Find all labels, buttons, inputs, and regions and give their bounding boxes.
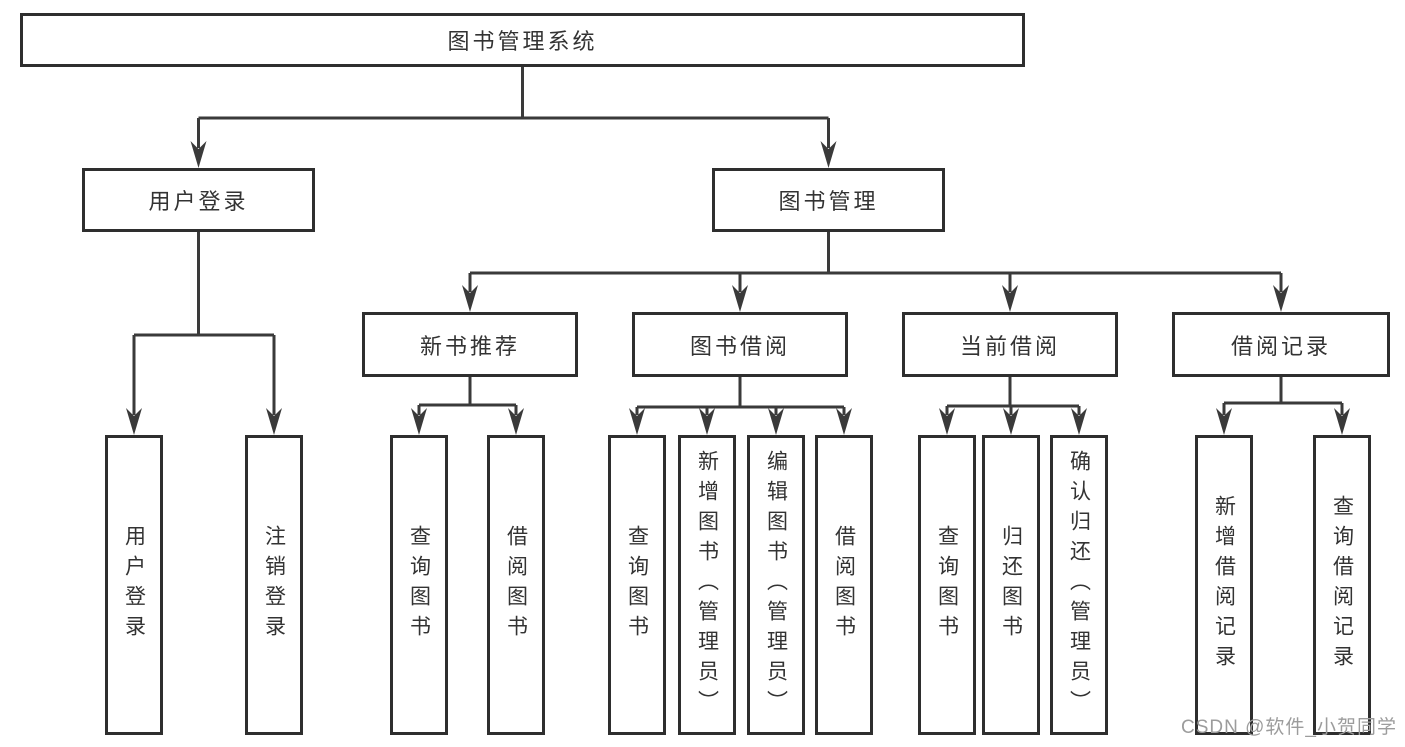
connector-root-to-level2 [197, 65, 830, 148]
leaf-borrow-add-books-admin-label: 新增图书（管理员） [695, 450, 719, 720]
node-new-book-recommend: 新书推荐 [362, 312, 578, 377]
leaf-records-query-record-label: 查询借阅记录 [1330, 495, 1354, 675]
leaf-borrow-borrow-books-label: 借阅图书 [832, 525, 856, 645]
node-borrow-records-label: 借阅记录 [1230, 333, 1331, 359]
leaf-recommend-borrow-books-label: 借阅图书 [504, 525, 528, 645]
leaf-current-query-books-label: 查询图书 [935, 525, 959, 645]
node-book-management: 图书管理 [712, 168, 945, 232]
leaf-borrow-edit-books-admin: 编辑图书（管理员） [747, 435, 805, 735]
leaf-borrow-edit-books-admin-label: 编辑图书（管理员） [764, 450, 788, 720]
leaf-current-confirm-return-admin: 确认归还（管理员） [1050, 435, 1108, 735]
leaf-logout: 注销登录 [245, 435, 303, 735]
node-current-borrow-label: 当前借阅 [959, 333, 1060, 359]
leaf-borrow-add-books-admin: 新增图书（管理员） [678, 435, 736, 735]
leaf-records-query-record: 查询借阅记录 [1313, 435, 1371, 735]
leaf-borrow-borrow-books: 借阅图书 [815, 435, 873, 735]
connector-records-to-leaves [1222, 377, 1344, 415]
node-new-book-recommend-label: 新书推荐 [419, 333, 520, 359]
connector-recommend-to-leaves [417, 377, 518, 415]
node-current-borrow: 当前借阅 [902, 312, 1118, 377]
node-user-login-label: 用户登录 [148, 189, 249, 214]
leaf-logout-label: 注销登录 [262, 525, 286, 645]
leaf-user-login: 用户登录 [105, 435, 163, 735]
node-book-borrow-label: 图书借阅 [689, 333, 790, 359]
node-book-borrow: 图书借阅 [632, 312, 848, 377]
watermark: CSDN @软件_小贺同学 [1181, 717, 1397, 738]
connector-bookmgmt-to-level3 [468, 232, 1283, 292]
leaf-recommend-query-books: 查询图书 [390, 435, 448, 735]
leaf-current-query-books: 查询图书 [918, 435, 976, 735]
leaf-records-add-record-label: 新增借阅记录 [1212, 495, 1236, 675]
leaf-borrow-query-books: 查询图书 [608, 435, 666, 735]
connector-current-to-leaves [945, 377, 1081, 415]
leaf-user-login-label: 用户登录 [122, 525, 146, 645]
connector-borrow-to-leaves [635, 377, 846, 415]
leaf-current-confirm-return-admin-label: 确认归还（管理员） [1067, 450, 1091, 720]
leaf-current-return-books: 归还图书 [982, 435, 1040, 735]
node-borrow-records: 借阅记录 [1172, 312, 1390, 377]
connector-userlogin-to-leaves [132, 232, 276, 415]
leaf-current-return-books-label: 归还图书 [999, 525, 1023, 645]
leaf-borrow-query-books-label: 查询图书 [625, 525, 649, 645]
leaf-records-add-record: 新增借阅记录 [1195, 435, 1253, 735]
node-user-login: 用户登录 [82, 168, 315, 232]
node-root-label: 图书管理系统 [447, 29, 598, 54]
leaf-recommend-query-books-label: 查询图书 [407, 525, 431, 645]
node-book-management-label: 图书管理 [778, 189, 879, 214]
leaf-recommend-borrow-books: 借阅图书 [487, 435, 545, 735]
node-root: 图书管理系统 [20, 13, 1025, 67]
